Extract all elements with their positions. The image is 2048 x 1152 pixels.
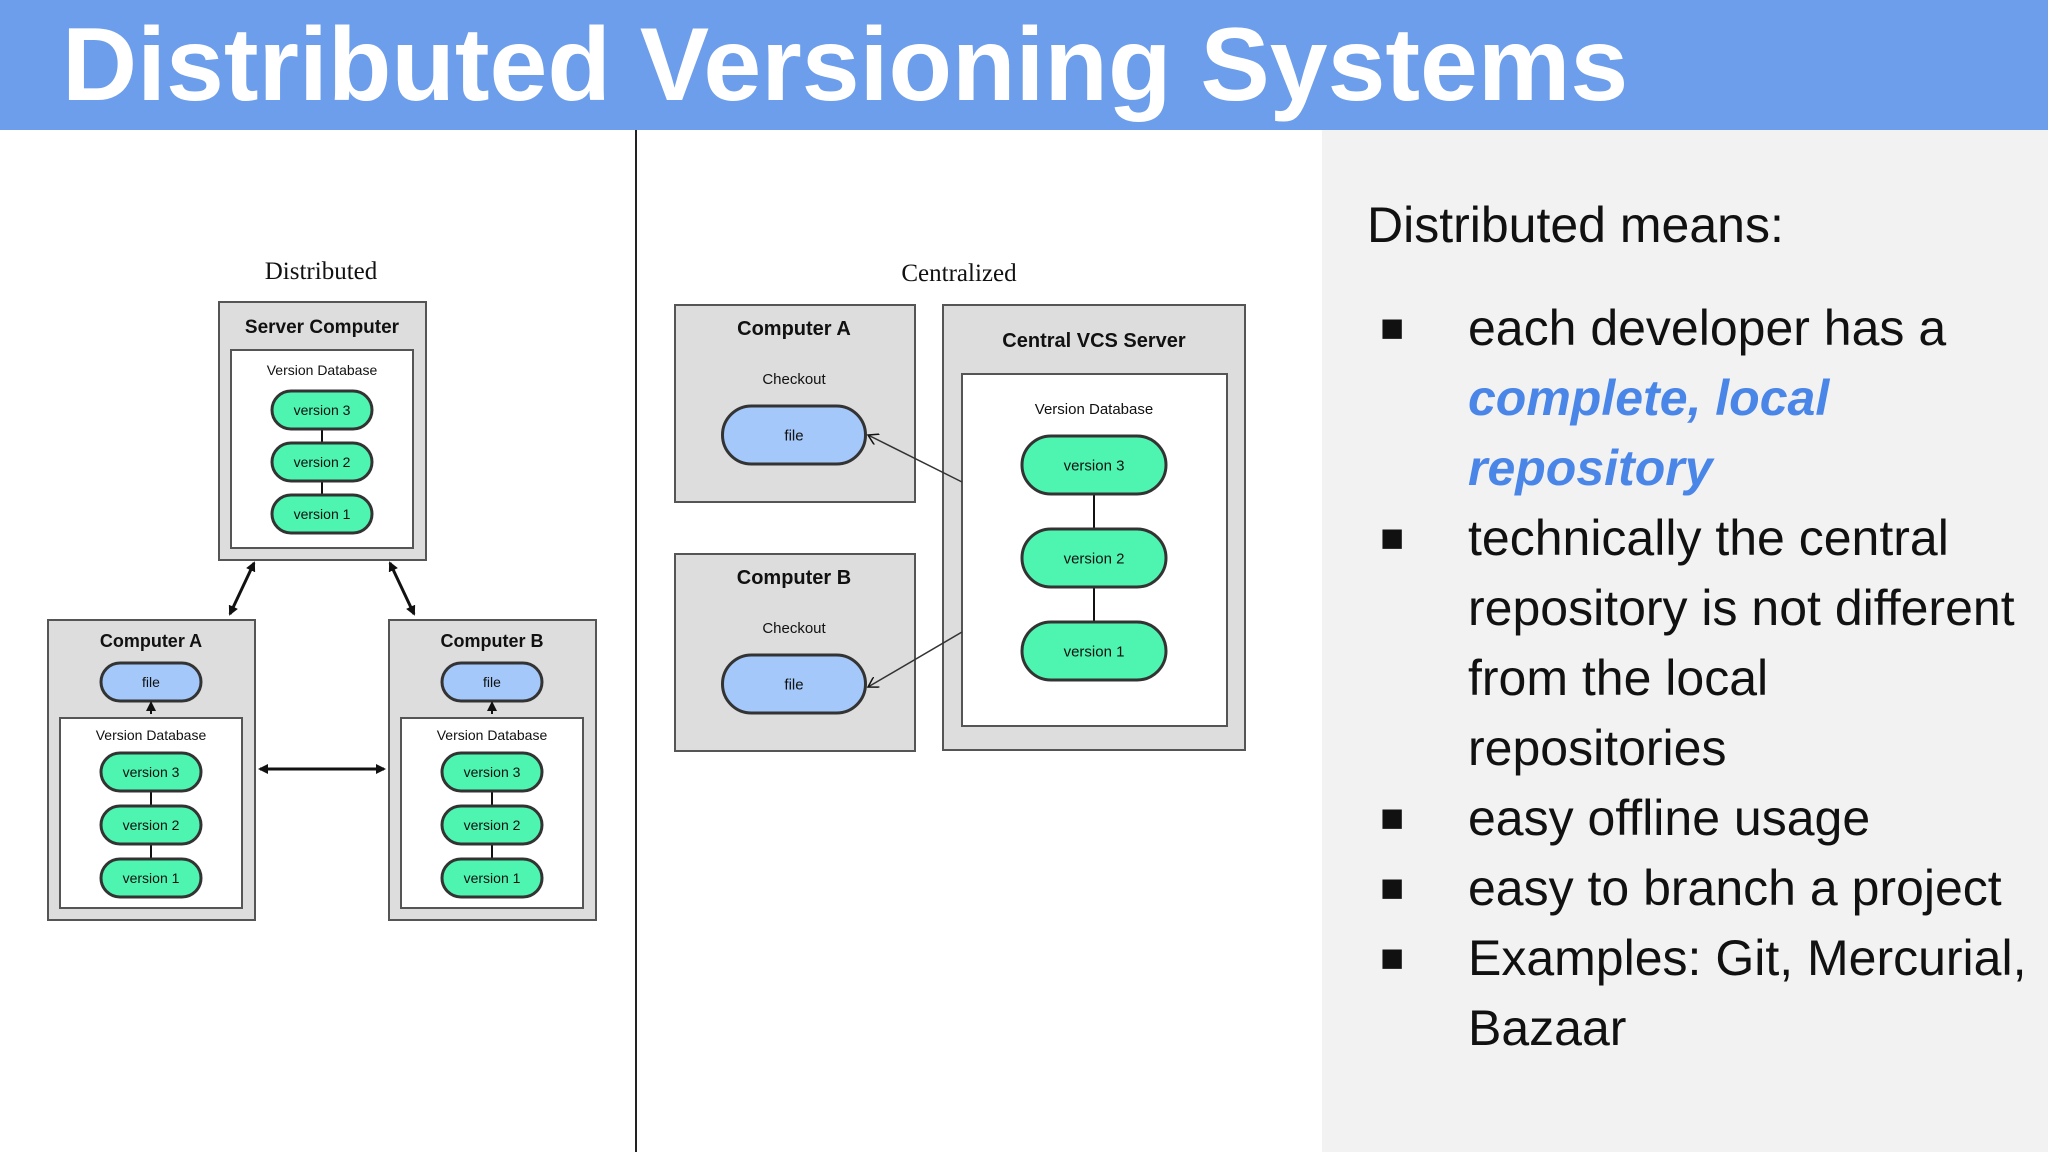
dist-computer-b-version-pill-label: version 3 [464,764,521,780]
central-vcs-server-label: Central VCS Server [1002,330,1186,352]
dist-computer-b-version-pill-label: version 1 [464,870,521,886]
cent-computer-b-box [674,553,916,752]
dist-computer-a-version-pill-label: version 1 [123,870,180,886]
panel-heading: Distributed means: [1367,197,1784,253]
dist-computer-a-version-database-label: Version Database [96,727,207,743]
checkout-arrow-b [868,631,963,687]
bullet-text-highlight: complete, local repository [1468,370,1830,496]
bullet-square-icon: ■ [1380,306,1405,350]
server-version-pill-label: version 1 [294,506,351,522]
section-divider [635,130,637,1152]
dist-computer-a-label: Computer A [100,631,202,651]
dist-computer-a-version-pill [99,857,203,899]
cent-computer-b-checkout-label: Checkout [762,620,826,637]
cent-computer-b-file-pill-label: file [784,676,803,693]
server-computer-label: Server Computer [245,317,400,338]
server-version-pill-label: version 3 [294,402,351,418]
dist-computer-b-version-pill [440,804,544,846]
bullet-text: easy to branch a project [1468,860,2002,916]
dist-computer-a-version-pill [99,804,203,846]
cent-computer-b-label: Computer B [737,567,851,589]
dist-computer-b-file-pill-label: file [483,674,501,690]
right-panel [1322,130,2048,1152]
bullet-text: each developer has a complete, local rep… [1468,293,2038,503]
page-title: Distributed Versioning Systems [62,7,1629,123]
bullet-text-plain: each developer has a [1468,300,1947,356]
dist-computer-a-version-pill-label: version 3 [123,764,180,780]
bullet-square-icon: ■ [1380,866,1405,910]
central-version-pill-label: version 2 [1064,550,1125,567]
central-version-pill-label: version 3 [1064,457,1125,474]
dist-computer-b-version-pill [440,751,544,793]
bullet-square-icon: ■ [1380,516,1405,560]
central-version-pill [1020,527,1168,589]
central-version-database-label: Version Database [1035,401,1153,418]
bullet-text: Examples: Git, Mercurial, Bazaar [1468,930,2027,1056]
bullet-square-icon: ■ [1380,796,1405,840]
dist-computer-a-version-pill-label: version 2 [123,817,180,833]
server-version-pill [270,441,374,483]
cent-computer-a-label: Computer A [737,318,851,340]
server-version-pill [270,493,374,535]
cent-computer-a-file-pill-label: file [784,427,803,444]
central-version-pill-label: version 1 [1064,643,1125,660]
cent-computer-b-file-pill [721,653,867,715]
bullet-square-icon: ■ [1380,936,1405,980]
bullet-text: technically the central repository is no… [1468,510,2015,776]
dist-computer-a-file-pill-label: file [142,674,160,690]
sync-arrow-server-b [388,561,416,616]
cent-computer-a-file-pill [721,404,867,466]
dist-computer-b-version-database-label: Version Database [437,727,548,743]
checkout-arrow-a [868,435,963,483]
bullet-text: easy offline usage [1468,790,1871,846]
central-version-pill [1020,620,1168,682]
sync-arrow-server-a [228,561,256,616]
cent-computer-a-box [674,304,916,503]
server-version-database-label: Version Database [267,362,378,378]
centralized-caption: Centralized [901,260,1017,287]
dist-computer-b-version-pill-label: version 2 [464,817,521,833]
dist-computer-b-version-pill [440,857,544,899]
central-version-pill [1020,434,1168,496]
cent-computer-a-checkout-label: Checkout [762,371,826,388]
server-version-pill [270,389,374,431]
server-version-pill-label: version 2 [294,454,351,470]
dist-computer-b-label: Computer B [441,631,544,651]
dist-computer-a-version-pill [99,751,203,793]
distributed-caption: Distributed [265,258,378,285]
title-bar: Distributed Versioning Systems [0,0,2048,130]
